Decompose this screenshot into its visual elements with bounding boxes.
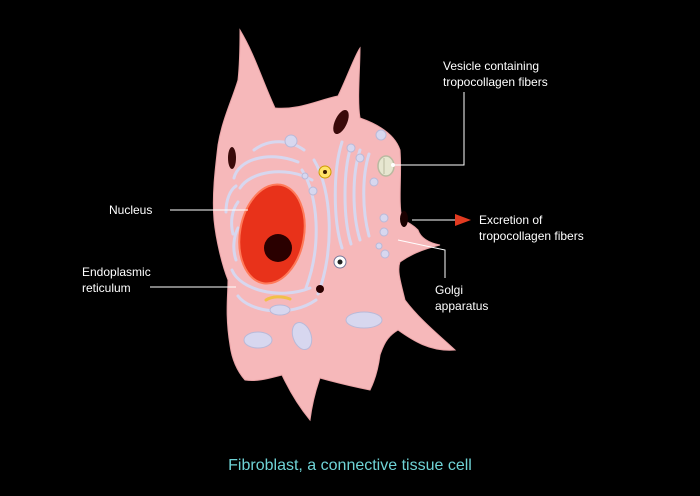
excretion-label-line-2: tropocollagen fibers (479, 229, 584, 243)
excretion-label-line-1: Excretion of (479, 213, 543, 227)
diagram-caption: Fibroblast, a connective tissue cell (228, 457, 472, 474)
excretion-label: Excretion of tropocollagen fibers (479, 212, 584, 244)
excretion-arrow (455, 214, 471, 226)
golgi-label-line-2: apparatus (435, 299, 489, 313)
leader-lines (150, 92, 465, 288)
cell-body (212, 28, 457, 422)
nucleus-label: Nucleus (109, 203, 153, 217)
vesicle-label-line-2: tropocollagen fibers (443, 75, 548, 89)
er-label-line-2: reticulum (82, 281, 131, 295)
golgi-label: Golgi apparatus (435, 282, 488, 314)
dark-granule (316, 285, 324, 293)
dark-body-left (228, 147, 236, 169)
er-label-line-1: Endoplasmic (82, 265, 151, 279)
vesicles (243, 129, 390, 351)
er-label: Endoplasmic reticulum (82, 264, 151, 296)
golgi-label-line-1: Golgi (435, 283, 464, 297)
dark-body-top (333, 109, 349, 135)
er-highlight (264, 295, 292, 302)
vesicle-label-line-1: Vesicle containing (443, 59, 540, 73)
vesicle-label: Vesicle containing tropocollagen fibers (443, 58, 548, 90)
nucleus (238, 183, 306, 285)
endoplasmic-reticulum (224, 140, 331, 313)
nucleolus (264, 234, 292, 262)
excretion-pore (400, 211, 408, 227)
